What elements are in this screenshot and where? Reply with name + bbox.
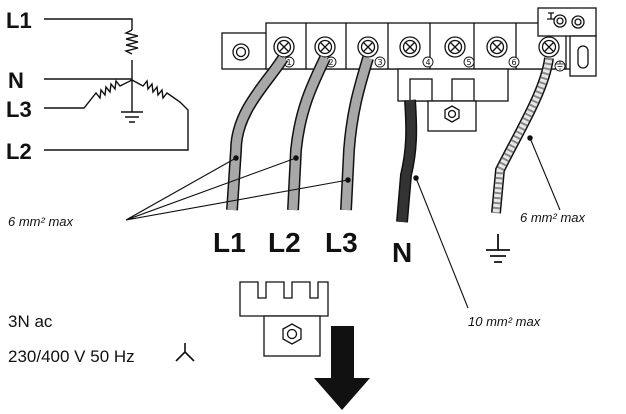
terminal-screw-1 [273,36,295,58]
schematic-label-l3: L3 [6,97,32,122]
schematic-label-l2: L2 [6,139,32,164]
star-schematic [44,18,189,151]
star-connection-icon [175,343,195,362]
terminal-screw-6 [486,36,508,58]
supply-line2: 230/400 V 50 Hz [8,347,135,366]
terminal-number-2: 2 [328,58,333,67]
l3-coil [44,79,133,109]
cable-label-l2: L2 [268,227,301,258]
earth-leader [529,137,561,211]
phase-max-label: 6 mm² max [8,214,74,229]
star-earth-icon [121,111,143,123]
terminal-number-4: 4 [425,58,430,67]
fixing-screw [232,43,250,61]
terminal-number-3: 3 [377,58,382,67]
cables [226,54,554,223]
terminal-dividers [305,23,517,69]
supply-line1: 3N ac [8,312,53,331]
terminal-screw-2 [314,36,336,58]
terminal-number-1: 1 [286,58,291,67]
terminal-screw-4 [399,36,421,58]
l1-wire [44,18,133,30]
neutral-leader [415,177,469,309]
cable-l1 [227,55,287,211]
cable-l2 [288,56,330,211]
terminal-screw-3 [357,36,379,58]
cable-label-l3: L3 [325,227,358,258]
earth-plate [537,7,597,37]
phase-leader [125,157,349,221]
earth-terminal-icon [556,61,564,70]
terminal-number-5: 5 [466,58,471,67]
l2-coil [44,79,189,151]
terminal-number-6: 6 [511,58,516,67]
l1-coil [123,29,139,55]
earth-max-label: 6 mm² max [520,210,586,225]
cable-label-n: N [392,237,412,268]
schematic-label-n: N [8,68,24,93]
earth-symbol [486,234,510,263]
terminal-screws [273,36,560,58]
cable-label-l1: L1 [213,227,246,258]
schematic-label-l1: L1 [6,8,32,33]
bridge-piece [239,281,329,357]
bridge-comb [239,281,329,317]
terminal-numbers: 1 2 3 4 5 6 [283,56,566,72]
down-arrow-icon [314,326,370,410]
earth-plate-icon [547,12,555,20]
cable-l3 [341,56,373,211]
neutral-max-label: 10 mm² max [468,314,541,329]
leader-lines [125,135,561,309]
terminal-screw-earth [538,36,560,58]
cable-neutral [397,99,416,223]
terminal-screw-5 [444,36,466,58]
